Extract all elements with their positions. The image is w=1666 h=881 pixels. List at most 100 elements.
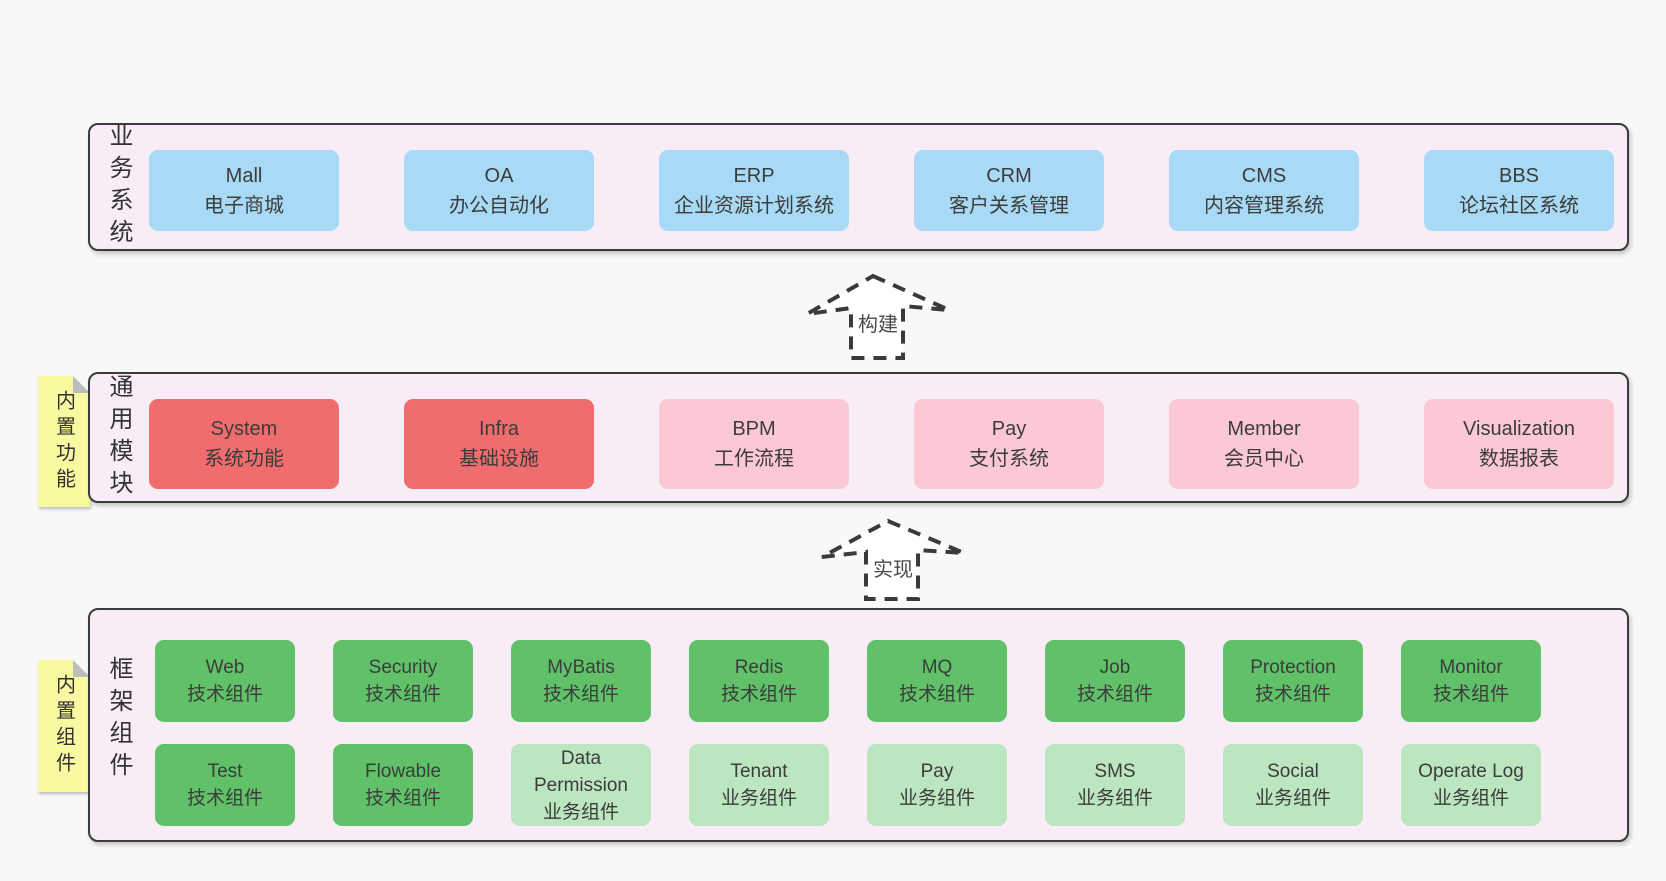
panel-business-side-label: 业务系统 [105,123,132,251]
box-infra: Infra 基础设施 [404,399,594,489]
box-subtitle: 技术组件 [1432,684,1509,705]
box-monitor: Monitor 技术组件 [1401,640,1541,722]
box-security: Security 技术组件 [333,640,473,722]
box-subtitle: 技术组件 [542,684,619,705]
box-subtitle: 技术组件 [720,684,797,705]
box-system: System 系统功能 [149,399,339,489]
box-test: Test 技术组件 [155,744,295,826]
box-mq: MQ 技术组件 [867,640,1007,722]
box-bbs: BBS 论坛社区系统 [1424,150,1614,231]
box-title: Infra [478,418,520,440]
box-title: Social [1267,761,1319,782]
dashed-arrow-up-build-icon: 构建 [803,272,953,362]
box-title: Pay [920,761,954,782]
box-title: BBS [1498,164,1540,187]
box-title: OA [484,164,514,187]
box-mybatis: MyBatis 技术组件 [511,640,651,722]
panel-modules-side-label: 通用模块 [105,373,132,502]
box-subtitle: 技术组件 [364,684,441,705]
box-job: Job 技术组件 [1045,640,1185,722]
box-title: Visualization [1463,418,1575,440]
box-subtitle: 业务组件 [1076,788,1153,809]
box-erp: ERP 企业资源计划系统 [659,150,849,231]
box-subtitle: 业务组件 [1432,788,1509,809]
box-title: Web [205,657,245,678]
box-cms: CMS 内容管理系统 [1169,150,1359,231]
box-subtitle: 技术组件 [186,684,263,705]
box-subtitle: 业务组件 [720,788,797,809]
box-subtitle: 支付系统 [969,448,1049,470]
modules-boxes-row: System 系统功能 Infra 基础设施 BPM 工作流程 Pay 支付系统 Member 会… [149,399,1614,489]
box-subtitle: 办公自动化 [449,194,549,217]
box-crm: CRM 客户关系管理 [914,150,1104,231]
box-subtitle: 会员中心 [1224,448,1304,470]
arrow-build-label: 构建 [856,308,900,337]
sticky-note-builtin-components: 内置组件 [38,660,90,792]
box-subtitle: 业务组件 [1254,788,1331,809]
box-data-permission: Data Permission 业务组件 [511,744,651,826]
box-web: Web 技术组件 [155,640,295,722]
box-title: Tenant [730,761,788,782]
panel-common-modules: 通用模块 System 系统功能 Infra 基础设施 BPM 工作流程 Pay 支付系统 Me… [88,372,1629,503]
box-subtitle: 客户关系管理 [949,194,1069,217]
box-subtitle: 电子商城 [204,194,284,217]
box-title: Protection [1250,657,1336,678]
box-title: Flowable [364,761,442,782]
panel-components-side-label: 框架组件 [105,656,132,784]
box-subtitle: 技术组件 [364,788,441,809]
box-title: Monitor [1439,657,1503,678]
box-title: Member [1227,418,1301,440]
dashed-arrow-up-implement-icon: 实现 [818,517,968,603]
box-title: Operate Log [1418,761,1524,782]
box-sms: SMS 业务组件 [1045,744,1185,826]
box-subtitle: 技术组件 [1076,684,1153,705]
panel-business-systems: 业务系统 Mall 电子商城 OA 办公自动化 ERP 企业资源计划系统 CRM 客户关系管理… [88,123,1629,251]
box-title: Redis [734,657,784,678]
box-social: Social 业务组件 [1223,744,1363,826]
box-subtitle: 企业资源计划系统 [674,194,834,217]
box-title: SMS [1094,761,1136,782]
sticky-note-builtin-features: 内置功能 [38,376,90,507]
box-member: Member 会员中心 [1169,399,1359,489]
box-title: Mall [225,164,263,187]
box-title: Security [368,657,438,678]
box-subtitle: 业务组件 [898,788,975,809]
arrow-implement-label: 实现 [871,553,915,582]
box-title: Job [1099,657,1131,678]
box-subtitle: 工作流程 [714,448,794,470]
box-subtitle: 技术组件 [186,788,263,809]
box-title: Pay [991,418,1027,440]
box-title: CRM [986,164,1032,187]
business-boxes-row: Mall 电子商城 OA 办公自动化 ERP 企业资源计划系统 CRM 客户关系管理 CMS 内容… [149,150,1614,231]
box-subtitle: 技术组件 [1254,684,1331,705]
box-subtitle: 业务组件 [542,801,619,823]
box-tenant: Tenant 业务组件 [689,744,829,826]
box-title: ERP [733,164,775,187]
box-title: System [210,418,278,440]
box-operate-log: Operate Log 业务组件 [1401,744,1541,826]
box-redis: Redis 技术组件 [689,640,829,722]
box-title: CMS [1241,164,1287,187]
box-title: MQ [921,657,953,678]
box-protection: Protection 技术组件 [1223,640,1363,722]
box-subtitle: 数据报表 [1479,448,1559,470]
box-subtitle: 技术组件 [898,684,975,705]
box-subtitle: 论坛社区系统 [1459,194,1579,217]
box-subtitle: 系统功能 [204,448,284,470]
box-flowable: Flowable 技术组件 [333,744,473,826]
sticky-builtin-features-label: 内置功能 [52,389,75,494]
box-title: MyBatis [547,657,615,678]
box-pay: Pay 支付系统 [914,399,1104,489]
box-mall: Mall 电子商城 [149,150,339,231]
sticky-builtin-components-label: 内置组件 [52,674,75,778]
box-subtitle: 基础设施 [459,448,539,470]
box-pay: Pay 业务组件 [867,744,1007,826]
box-subtitle: 内容管理系统 [1204,194,1324,217]
box-title: Data Permission [534,747,628,796]
box-title: BPM [732,418,776,440]
box-title: Test [207,761,243,782]
box-bpm: BPM 工作流程 [659,399,849,489]
